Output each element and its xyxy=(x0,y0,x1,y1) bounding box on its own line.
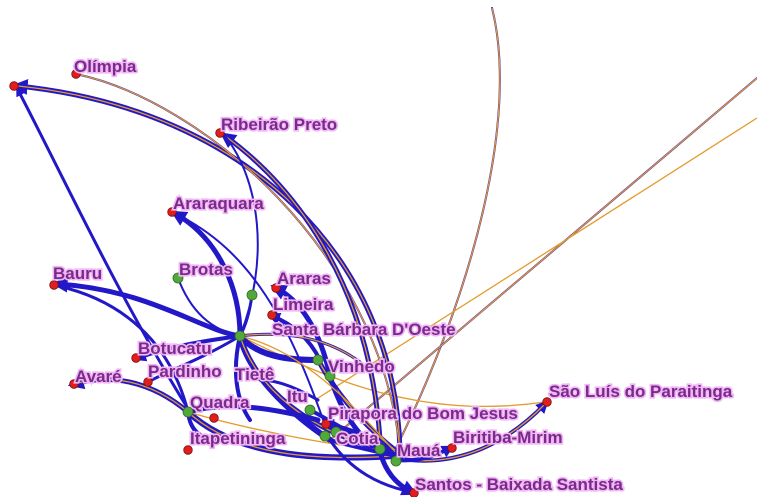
label-araras: Araras xyxy=(277,269,331,288)
flow-edge xyxy=(187,411,396,459)
node-unlabeled-green xyxy=(324,370,336,382)
flow-edge xyxy=(175,213,331,441)
flow-edge xyxy=(75,73,401,451)
node-pirapora xyxy=(321,419,331,429)
node-unlabeled xyxy=(9,81,19,91)
flow-edge xyxy=(16,86,192,414)
node-itapetininga xyxy=(183,445,193,455)
label-biritiba: Biritiba-Mirim xyxy=(453,428,563,447)
node-araraquara xyxy=(167,207,177,217)
node-limeira xyxy=(267,310,277,320)
node-itu xyxy=(304,404,316,416)
node-unlabeled-green xyxy=(319,430,331,442)
node-biritiba xyxy=(447,443,457,453)
node-botucatu xyxy=(131,353,141,363)
node-hub xyxy=(234,330,246,342)
label-itu: Itu xyxy=(287,387,308,406)
label-maua: Mauá xyxy=(397,441,441,460)
flow-edge xyxy=(238,293,254,338)
origin-nodes xyxy=(172,272,402,467)
label-olimpia: Olímpia xyxy=(74,57,137,76)
node-unlabeled-green xyxy=(246,289,258,301)
flow-edge xyxy=(328,438,414,494)
label-vinhedo: Vinhedo xyxy=(328,357,395,376)
label-bauru: Bauru xyxy=(53,264,102,283)
node-unlabeled xyxy=(209,413,219,423)
node-unlabeled-green xyxy=(374,443,386,455)
label-santos: Santos - Baixada Santista xyxy=(415,475,623,494)
flow-edge xyxy=(233,334,252,422)
flow-edge xyxy=(224,135,259,337)
label-sao-luis: São Luís do Paraitinga xyxy=(549,382,733,401)
node-avare xyxy=(69,379,79,389)
flow-edge xyxy=(56,284,190,414)
flow-edge xyxy=(270,285,333,379)
flow-edge xyxy=(314,117,757,401)
flow-edge xyxy=(133,334,242,362)
flow-edge xyxy=(73,379,189,413)
label-avare: Avaré xyxy=(75,367,122,386)
node-quadra xyxy=(182,406,194,418)
flow-edge xyxy=(328,438,397,458)
flow-edge xyxy=(146,334,242,384)
label-pirapora: Pirapora do Bom Jesus xyxy=(328,404,518,423)
flow-edge xyxy=(239,333,361,363)
flow-edge xyxy=(258,378,320,402)
flow-edge xyxy=(239,335,396,453)
flow-edge xyxy=(394,7,501,451)
city-labels: Olímpia Ribeirão Preto Araraquara Brotas… xyxy=(51,55,734,495)
label-itapetininga: Itapetininga xyxy=(190,429,286,448)
flow-edge xyxy=(237,333,321,363)
flow-edge xyxy=(170,210,243,339)
flow-edge xyxy=(329,77,757,441)
node-ribeirao-preto xyxy=(215,128,225,138)
label-limeira: Limeira xyxy=(273,295,334,314)
label-araraquara: Araraquara xyxy=(173,194,264,213)
flow-edge xyxy=(51,276,243,339)
label-cotia: Cotia xyxy=(336,429,379,448)
node-pardinho xyxy=(143,377,153,387)
node-vinhedo xyxy=(312,354,324,366)
flow-edge xyxy=(185,404,321,423)
label-ribeirao-preto: Ribeirão Preto xyxy=(221,115,337,134)
label-brotas: Brotas xyxy=(179,260,233,279)
flow-edge xyxy=(224,135,381,441)
label-santa-barbara: Santa Bárbara D'Oeste xyxy=(272,320,456,339)
label-botucatu: Botucatu xyxy=(138,339,212,358)
node-bauru xyxy=(49,280,59,290)
flow-edge xyxy=(394,7,501,451)
node-maua xyxy=(390,455,402,467)
label-quadra: Quadra xyxy=(190,393,250,412)
flow-edge xyxy=(267,312,322,362)
node-brotas xyxy=(172,272,184,284)
label-pardinho: Pardinho xyxy=(148,362,222,381)
node-sao-luis xyxy=(542,397,552,407)
node-santos xyxy=(409,488,419,497)
node-araras xyxy=(271,283,281,293)
label-tiete: Tietê xyxy=(235,365,274,384)
flow-edge xyxy=(320,418,397,457)
node-cotia xyxy=(330,426,342,438)
node-olimpia xyxy=(71,69,81,79)
destination-nodes xyxy=(9,69,552,497)
